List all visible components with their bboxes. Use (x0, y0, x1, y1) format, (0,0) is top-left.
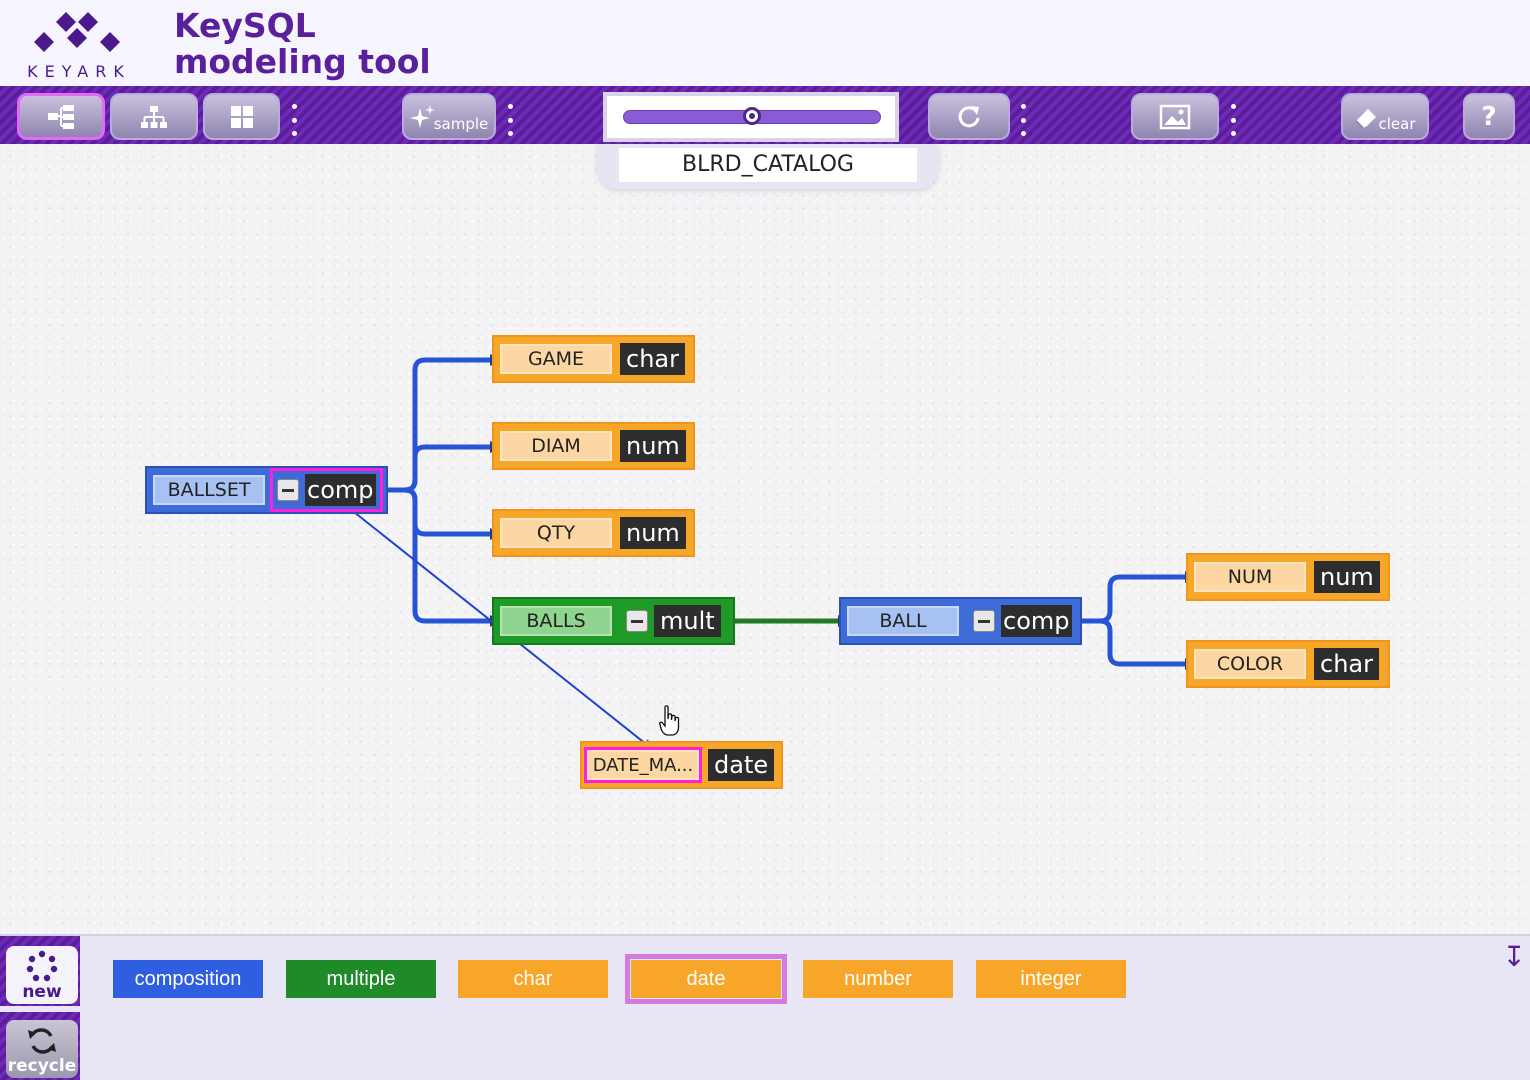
node-ball[interactable]: BALL comp (839, 597, 1082, 645)
image-icon (1159, 104, 1191, 129)
scroll-down-icon[interactable]: ↧ (1502, 940, 1526, 973)
type-palette: new recycle composition multiple char da… (0, 934, 1530, 1080)
model-canvas[interactable] (0, 144, 1530, 934)
keyark-logo: KEYARK (14, 6, 144, 82)
collapse-balls-icon[interactable] (626, 610, 648, 632)
grid-view-button[interactable] (203, 93, 280, 140)
help-button[interactable]: ? (1463, 93, 1515, 140)
recycle-button[interactable]: recycle (6, 1020, 78, 1078)
node-color[interactable]: COLOR char (1186, 640, 1390, 688)
catalog-name[interactable]: BLRD_CATALOG (619, 148, 917, 182)
node-game-name[interactable]: GAME (500, 344, 612, 374)
sample-button-label: sample (433, 114, 489, 133)
sample-button[interactable]: sample (402, 93, 496, 140)
hand-cursor-icon (659, 705, 680, 736)
node-ball-name[interactable]: BALL (847, 606, 959, 636)
palette-chip-multiple[interactable]: multiple (286, 960, 436, 998)
catalog-tab: BLRD_CATALOG (597, 144, 939, 189)
tree-view-button[interactable] (17, 93, 105, 140)
node-ball-type: comp (1001, 605, 1072, 637)
node-date-ma-type: date (708, 749, 775, 781)
node-qty-type: num (620, 517, 686, 549)
app-title-line1: KeySQL (174, 6, 316, 45)
zoom-slider[interactable] (603, 92, 899, 142)
new-sparkle-icon (26, 950, 58, 982)
node-balls-type: mult (654, 605, 721, 637)
hierarchy-icon (141, 105, 167, 128)
eraser-icon (1355, 108, 1377, 129)
node-qty[interactable]: QTY num (492, 509, 695, 557)
collapse-ballset-icon[interactable] (277, 479, 299, 501)
node-ballset-name[interactable]: BALLSET (153, 475, 265, 505)
palette-chip-date[interactable]: date (625, 954, 787, 1004)
collapse-ball-icon[interactable] (973, 610, 995, 632)
node-ballset-type-box[interactable]: comp (270, 468, 383, 512)
zoom-slider-knob[interactable] (743, 107, 761, 125)
app-header: KEYARK KeySQL modeling tool (0, 0, 1530, 86)
help-icon: ? (1481, 101, 1497, 132)
clear-button[interactable]: clear (1341, 93, 1429, 140)
recycle-tool: recycle (0, 1012, 80, 1080)
new-button[interactable]: new (6, 946, 78, 1004)
palette-chip-composition[interactable]: composition (113, 960, 263, 998)
hierarchy-view-button[interactable] (110, 93, 198, 140)
refresh-button[interactable] (928, 93, 1010, 140)
sparkle-icon (409, 104, 435, 128)
node-color-name[interactable]: COLOR (1194, 649, 1306, 679)
view-options-menu-icon[interactable] (290, 104, 298, 136)
recycle-icon (28, 1028, 56, 1054)
node-balls[interactable]: BALLS mult (492, 597, 735, 645)
node-qty-name[interactable]: QTY (500, 518, 612, 548)
node-num[interactable]: NUM num (1186, 553, 1390, 601)
node-date-ma[interactable]: DATE_MA... date (580, 741, 783, 789)
palette-chip-number[interactable]: number (803, 960, 953, 998)
palette-chip-integer[interactable]: integer (976, 960, 1126, 998)
sample-options-menu-icon[interactable] (506, 104, 514, 136)
refresh-options-menu-icon[interactable] (1019, 104, 1027, 136)
node-diam[interactable]: DIAM num (492, 422, 695, 470)
image-options-menu-icon[interactable] (1229, 104, 1237, 136)
node-date-ma-name[interactable]: DATE_MA... (584, 747, 702, 783)
refresh-icon (958, 105, 980, 127)
node-diam-name[interactable]: DIAM (500, 431, 612, 461)
keyark-logo-mark (34, 12, 120, 52)
new-tool: new (0, 936, 80, 1006)
node-ballset-type: comp (305, 474, 376, 506)
recycle-button-label: recycle (7, 1056, 77, 1076)
app-title-line2: modeling tool (174, 42, 431, 81)
logo-text: KEYARK (27, 62, 131, 81)
node-game[interactable]: GAME char (492, 335, 695, 383)
node-color-type: char (1314, 648, 1379, 680)
toolbar: sample clear ? (0, 86, 1530, 144)
grid-icon (230, 105, 253, 128)
tree-view-icon (48, 104, 74, 129)
clear-button-label: clear (1378, 114, 1416, 133)
app-title: KeySQL modeling tool (174, 8, 431, 80)
node-balls-name[interactable]: BALLS (500, 606, 612, 636)
node-ballset[interactable]: BALLSET comp (145, 466, 388, 514)
palette-chip-char[interactable]: char (458, 960, 608, 998)
node-num-type: num (1314, 561, 1380, 593)
new-button-label: new (22, 982, 62, 1002)
node-diam-type: num (620, 430, 686, 462)
node-num-name[interactable]: NUM (1194, 562, 1306, 592)
node-game-type: char (620, 343, 685, 375)
export-image-button[interactable] (1131, 93, 1219, 140)
